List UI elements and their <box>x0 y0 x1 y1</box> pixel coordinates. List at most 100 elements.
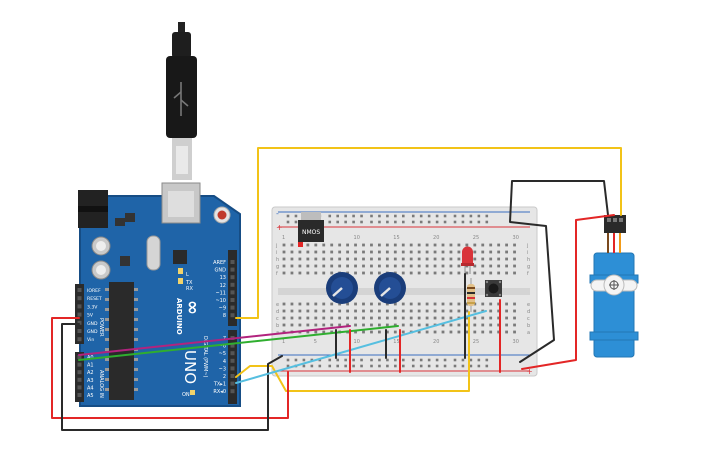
rail-hole[interactable] <box>360 214 363 218</box>
breadboard-hole[interactable] <box>330 323 334 327</box>
breadboard-hole[interactable] <box>314 264 318 268</box>
breadboard-hole[interactable] <box>393 323 397 327</box>
breadboard-hole[interactable] <box>290 302 294 306</box>
potentiometer-2[interactable] <box>374 272 406 304</box>
breadboard-hole[interactable] <box>481 316 485 320</box>
rail-hole[interactable] <box>419 364 423 368</box>
breadboard-hole[interactable] <box>290 243 294 247</box>
breadboard-hole[interactable] <box>282 323 286 327</box>
breadboard-hole[interactable] <box>354 243 357 247</box>
rail-hole[interactable] <box>461 364 465 368</box>
breadboard-hole[interactable] <box>378 302 381 306</box>
breadboard-hole[interactable] <box>433 302 437 306</box>
breadboard-hole[interactable] <box>497 250 501 254</box>
breadboard-hole[interactable] <box>322 316 326 320</box>
breadboard-hole[interactable] <box>330 271 334 275</box>
breadboard-hole[interactable] <box>417 302 421 306</box>
breadboard-hole[interactable] <box>330 316 334 320</box>
breadboard-hole[interactable] <box>385 264 389 268</box>
header-pin[interactable] <box>230 366 235 371</box>
rail-hole[interactable] <box>360 220 363 224</box>
breadboard-hole[interactable] <box>425 309 429 313</box>
breadboard-hole[interactable] <box>290 316 294 320</box>
rail-hole[interactable] <box>469 214 473 218</box>
breadboard-hole[interactable] <box>306 257 310 261</box>
rail-hole[interactable] <box>286 364 290 368</box>
rail-hole[interactable] <box>344 358 347 362</box>
breadboard-hole[interactable] <box>425 257 429 261</box>
rail-hole[interactable] <box>485 220 489 224</box>
breadboard-hole[interactable] <box>314 309 318 313</box>
rail-hole[interactable] <box>419 220 423 224</box>
breadboard-hole[interactable] <box>330 302 334 306</box>
breadboard-hole[interactable] <box>489 309 493 313</box>
rail-hole[interactable] <box>453 364 457 368</box>
rail-hole[interactable] <box>352 364 355 368</box>
breadboard-hole[interactable] <box>489 243 493 247</box>
breadboard-hole[interactable] <box>457 330 461 334</box>
breadboard-hole[interactable] <box>346 257 349 261</box>
breadboard-hole[interactable] <box>481 323 485 327</box>
rail-hole[interactable] <box>435 220 439 224</box>
breadboard-hole[interactable] <box>393 243 397 247</box>
rail-hole[interactable] <box>402 358 405 362</box>
breadboard-hole[interactable] <box>497 302 501 306</box>
breadboard-hole[interactable] <box>497 257 501 261</box>
breadboard-hole[interactable] <box>441 257 445 261</box>
breadboard-hole[interactable] <box>362 323 365 327</box>
breadboard-hole[interactable] <box>441 264 445 268</box>
breadboard-hole[interactable] <box>449 309 453 313</box>
breadboard-hole[interactable] <box>513 302 516 306</box>
breadboard-hole[interactable] <box>346 250 349 254</box>
breadboard-hole[interactable] <box>354 257 357 261</box>
breadboard-hole[interactable] <box>322 271 326 275</box>
breadboard-hole[interactable] <box>314 323 318 327</box>
breadboard-hole[interactable] <box>378 316 381 320</box>
header-pin[interactable] <box>230 313 235 318</box>
rail-hole[interactable] <box>386 358 389 362</box>
rail-hole[interactable] <box>402 214 405 218</box>
breadboard-hole[interactable] <box>282 330 286 334</box>
breadboard-hole[interactable] <box>385 330 389 334</box>
breadboard-hole[interactable] <box>290 264 294 268</box>
breadboard-hole[interactable] <box>322 309 326 313</box>
rail-hole[interactable] <box>477 358 481 362</box>
rail-hole[interactable] <box>378 220 381 224</box>
breadboard-hole[interactable] <box>322 250 326 254</box>
breadboard-hole[interactable] <box>322 330 326 334</box>
rail-hole[interactable] <box>485 364 489 368</box>
rail-hole[interactable] <box>402 364 405 368</box>
breadboard-hole[interactable] <box>417 257 421 261</box>
breadboard-hole[interactable] <box>465 323 469 327</box>
rail-hole[interactable] <box>294 358 298 362</box>
rail-hole[interactable] <box>394 220 397 224</box>
breadboard-hole[interactable] <box>465 309 469 313</box>
rail-hole[interactable] <box>427 358 431 362</box>
breadboard-hole[interactable] <box>481 257 485 261</box>
breadboard-hole[interactable] <box>425 302 429 306</box>
rail-hole[interactable] <box>435 214 439 218</box>
wire-yellow-pin2-breadboard[interactable] <box>235 311 470 392</box>
rail-hole[interactable] <box>378 364 381 368</box>
rail-hole[interactable] <box>370 214 373 218</box>
header-pin[interactable] <box>230 282 235 287</box>
rail-hole[interactable] <box>370 358 373 362</box>
breadboard-hole[interactable] <box>393 330 397 334</box>
breadboard-hole[interactable] <box>489 250 493 254</box>
rail-hole[interactable] <box>461 358 465 362</box>
rail-hole[interactable] <box>336 214 339 218</box>
breadboard-hole[interactable] <box>322 323 326 327</box>
breadboard-hole[interactable] <box>481 243 485 247</box>
breadboard-hole[interactable] <box>505 330 508 334</box>
breadboard-hole[interactable] <box>449 330 453 334</box>
breadboard-hole[interactable] <box>425 316 429 320</box>
breadboard-hole[interactable] <box>497 316 501 320</box>
breadboard-hole[interactable] <box>282 243 286 247</box>
breadboard-hole[interactable] <box>346 302 349 306</box>
breadboard-hole[interactable] <box>306 309 310 313</box>
breadboard-hole[interactable] <box>330 243 334 247</box>
breadboard-hole[interactable] <box>409 309 413 313</box>
breadboard-hole[interactable] <box>409 264 413 268</box>
breadboard-hole[interactable] <box>362 309 365 313</box>
potentiometer-1[interactable] <box>326 272 358 304</box>
